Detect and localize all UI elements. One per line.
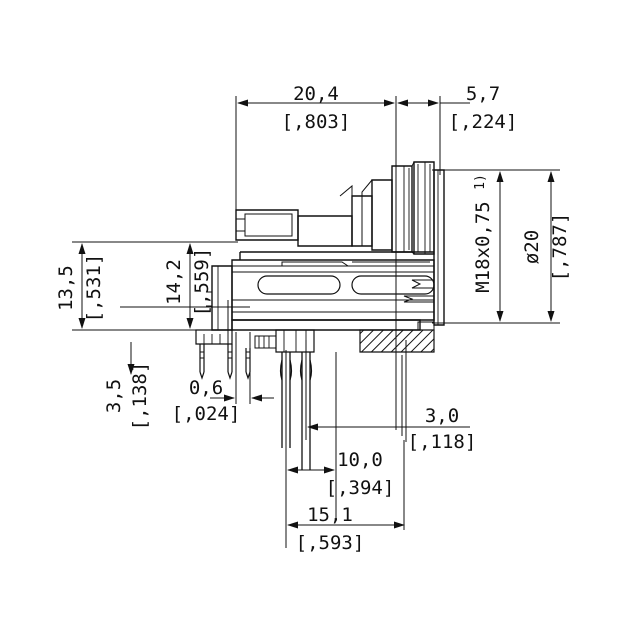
dim-left-14-2-metric: 14,2 [163,259,185,305]
dim-left-13-5-metric: 13,5 [55,265,77,311]
dim-top-5-7-imperial: [,224] [449,111,518,133]
dimension-labels: 20,4 [,803] 5,7 [,224] M18x0,75 1) ø20 [… [55,83,571,554]
dim-10-0-metric: 10,0 [337,449,383,471]
dim-3-5-imperial: [,138] [129,362,151,431]
dim-0-6-imperial: [,024] [172,403,241,425]
dim-left-13-5-imperial: [,531] [83,254,105,323]
dim-diameter-imperial: [,787] [549,213,571,282]
dim-top-5-7-metric: 5,7 [466,83,500,105]
dim-top-20-4-imperial: [,803] [282,111,351,133]
dim-low-3-5 [127,342,135,375]
dim-10-0-imperial: [,394] [326,477,395,499]
dim-top-20-4-metric: 20,4 [293,83,339,105]
dim-15-1-imperial: [,593] [296,532,365,554]
dim-3-0-imperial: [,118] [408,431,477,453]
dim-left-14-2-imperial: [,559] [191,248,213,317]
solder-pins [199,344,251,380]
dim-thread-note: 1) [473,174,488,190]
dim-thread-label: M18x0,75 [472,201,494,293]
extension-lines [72,96,560,548]
dim-diameter-metric: ø20 [521,230,543,264]
long-pins [279,352,313,470]
dim-3-5-metric: 3,5 [103,379,125,413]
connector-body [195,161,445,470]
dim-3-0-metric: 3,0 [425,405,459,427]
dim-15-1-metric: 15,1 [307,504,353,526]
dim-15-1 [287,440,405,530]
dim-0-6-metric: 0,6 [189,377,223,399]
